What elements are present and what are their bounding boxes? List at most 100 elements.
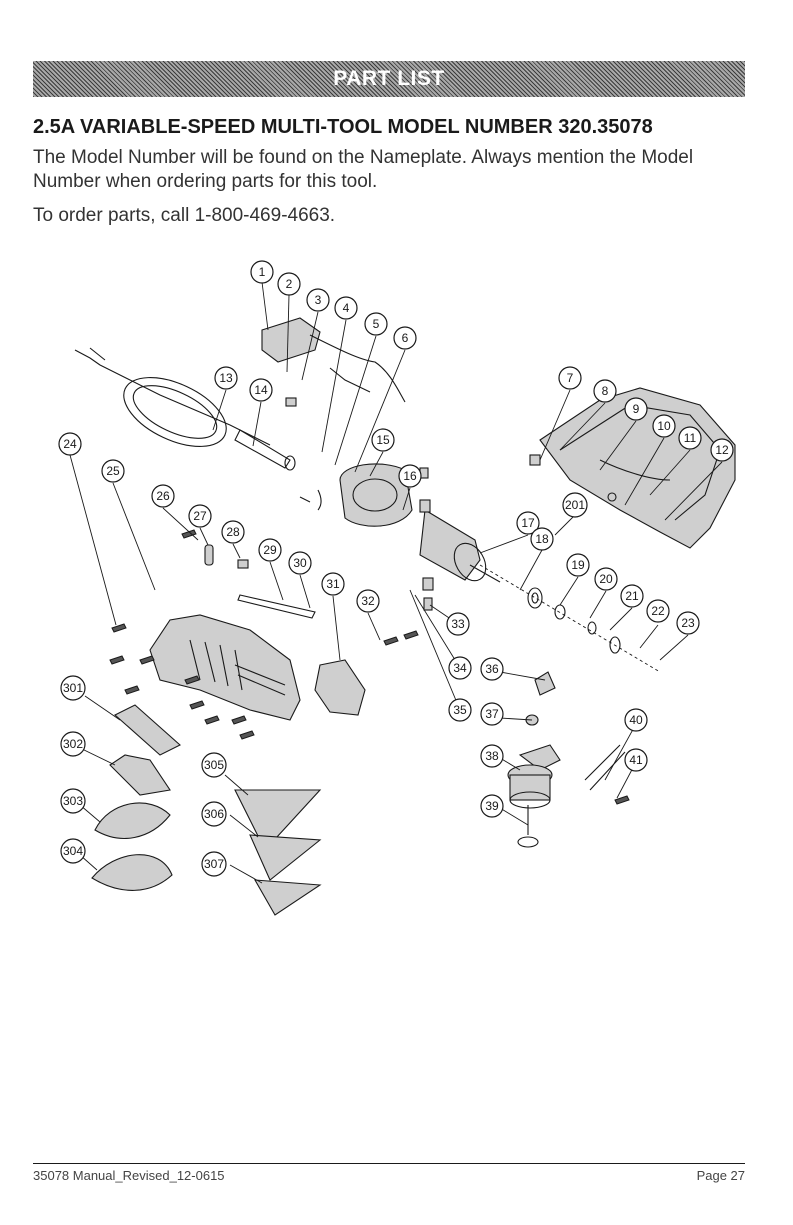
svg-text:32: 32 [361,594,375,608]
callout: 2 [277,272,301,296]
callout: 201 [562,492,588,518]
callout: 301 [60,675,86,701]
svg-text:19: 19 [571,558,585,572]
callout: 19 [566,553,590,577]
callout: 5 [364,312,388,336]
svg-text:1: 1 [259,265,266,279]
svg-text:24: 24 [63,437,77,451]
callout: 9 [624,397,648,421]
svg-text:14: 14 [254,383,268,397]
callout: 15 [371,428,395,452]
svg-text:15: 15 [376,433,390,447]
callout: 28 [221,520,245,544]
callout: 307 [201,851,227,877]
svg-text:27: 27 [193,509,207,523]
svg-text:12: 12 [715,443,729,457]
callout: 18 [530,527,554,551]
callout: 302 [60,731,86,757]
callout: 32 [356,589,380,613]
svg-text:25: 25 [106,464,120,478]
callout: 30 [288,551,312,575]
svg-text:39: 39 [485,799,499,813]
svg-text:301: 301 [63,681,83,695]
callout: 22 [646,599,670,623]
callout: 11 [678,426,702,450]
svg-text:5: 5 [373,317,380,331]
svg-text:22: 22 [651,604,665,618]
callout: 34 [448,656,472,680]
callout: 306 [201,801,227,827]
callout: 21 [620,584,644,608]
callout: 305 [201,752,227,778]
callout: 37 [480,702,504,726]
svg-text:28: 28 [226,525,240,539]
callout: 25 [101,459,125,483]
callout: 39 [480,794,504,818]
callout: 303 [60,788,86,814]
svg-text:6: 6 [402,331,409,345]
callout: 3 [306,288,330,312]
svg-text:4: 4 [343,301,350,315]
svg-text:7: 7 [567,371,574,385]
callout: 23 [676,611,700,635]
svg-text:35: 35 [453,703,467,717]
svg-text:30: 30 [293,556,307,570]
svg-text:26: 26 [156,489,170,503]
svg-text:8: 8 [602,384,609,398]
callout: 8 [593,379,617,403]
svg-text:16: 16 [403,469,417,483]
svg-text:41: 41 [629,753,643,767]
section-title: 2.5A VARIABLE-SPEED MULTI-TOOL MODEL NUM… [33,116,653,138]
svg-text:23: 23 [681,616,695,630]
callout: 4 [334,296,358,320]
svg-text:2: 2 [286,277,293,291]
intro-paragraph: The Model Number will be found on the Na… [33,147,694,192]
leader-lines [69,281,723,884]
svg-text:13: 13 [219,371,233,385]
callout: 26 [151,484,175,508]
callout: 6 [393,326,417,350]
svg-text:20: 20 [599,572,613,586]
svg-text:305: 305 [204,758,224,772]
callout: 16 [398,464,422,488]
svg-text:11: 11 [684,431,697,445]
part-list-banner: PART LIST [33,61,745,97]
svg-text:9: 9 [633,402,640,416]
svg-text:36: 36 [485,662,499,676]
callout: 14 [249,378,273,402]
svg-text:302: 302 [63,737,83,751]
banner-title: PART LIST [333,67,445,90]
callout: 38 [480,744,504,768]
order-instructions: To order parts, call 1-800-469-4663. [33,205,336,226]
callout: 304 [60,838,86,864]
footer-document-name: 35078 Manual_Revised_12-0615 [33,1168,225,1183]
callout: 29 [258,538,282,562]
svg-text:21: 21 [625,589,639,603]
svg-text:10: 10 [657,419,671,433]
footer-divider [33,1163,745,1164]
callout: 7 [558,366,582,390]
svg-text:3: 3 [315,293,322,307]
callout: 33 [446,612,470,636]
callout: 35 [448,698,472,722]
callout: 41 [624,748,648,772]
callout: 24 [58,432,82,456]
svg-text:40: 40 [629,713,643,727]
svg-text:304: 304 [63,844,83,858]
part-callouts: 1 2 3 4 5 6 7 8 9 10 11 12 13 14 15 16 1… [58,260,734,877]
svg-text:38: 38 [485,749,499,763]
callout: 20 [594,567,618,591]
callout: 31 [321,572,345,596]
exploded-parts-diagram: 1 2 3 4 5 6 7 8 9 10 11 12 13 14 15 16 1… [58,260,736,916]
callout: 13 [214,366,238,390]
svg-text:17: 17 [521,516,535,530]
svg-text:37: 37 [485,707,499,721]
callout: 36 [480,657,504,681]
svg-text:33: 33 [451,617,465,631]
callout: 17 [516,511,540,535]
svg-text:307: 307 [204,857,224,871]
svg-text:31: 31 [326,577,340,591]
callout: 12 [710,438,734,462]
svg-text:201: 201 [565,498,585,512]
svg-text:303: 303 [63,794,83,808]
